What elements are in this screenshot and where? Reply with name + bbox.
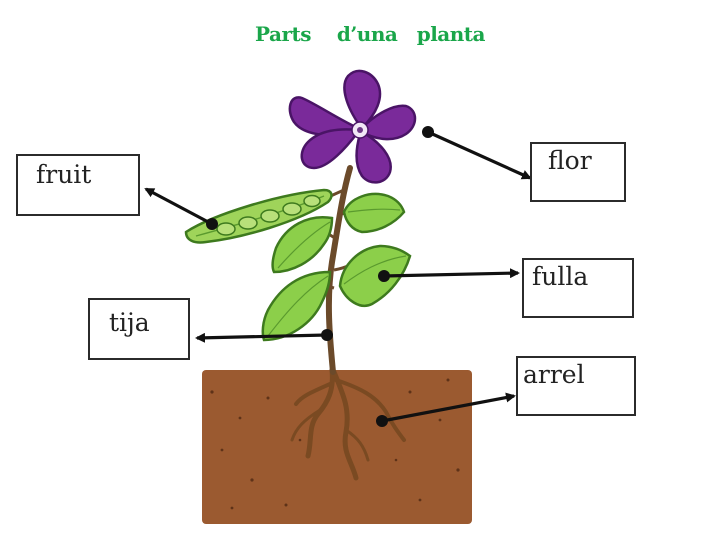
label-flor: flor [548,146,592,175]
label-box-fulla: fulla [522,258,634,318]
label-box-tija: tija [88,298,190,360]
pointer-lines [144,130,532,423]
soil-specks [210,378,460,510]
label-arrel: arrel [523,360,585,389]
soil [202,370,472,524]
pointer-dots [206,126,434,427]
pointer-tija [195,332,328,343]
pointer-flor [427,130,532,180]
pointer-fulla [383,268,520,279]
page-title: Parts d’una planta [254,22,486,46]
label-box-flor: flor [530,142,626,202]
label-fulla: fulla [532,262,589,291]
label-box-fruit: fruit [16,154,140,216]
label-fruit: fruit [36,160,92,189]
flower [288,69,417,184]
roots [290,367,406,481]
label-tija: tija [109,308,150,337]
pointer-fruit [144,187,213,226]
pointer-arrel [381,392,516,423]
label-box-arrel: arrel [516,356,636,416]
stem [325,165,353,375]
pea-pod [184,188,333,244]
